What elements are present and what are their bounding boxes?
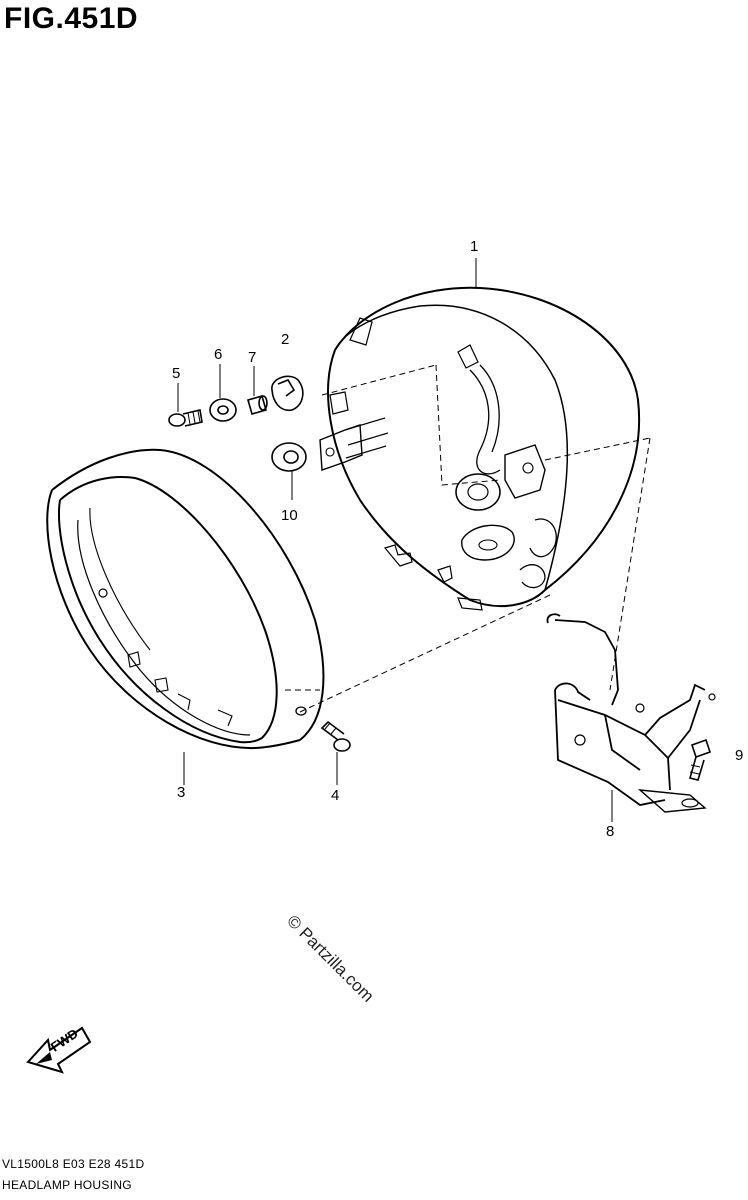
callout-6: 6 (214, 346, 222, 363)
screw-part-4 (320, 720, 351, 752)
callout-10: 10 (281, 507, 298, 524)
callout-4: 4 (331, 787, 339, 804)
bolt-part-5 (168, 409, 203, 427)
headlamp-housing-shell (319, 286, 640, 611)
callout-3: 3 (177, 784, 185, 801)
callout-5: 5 (172, 365, 180, 382)
callout-2: 2 (281, 331, 289, 348)
callout-leaders (177, 258, 613, 822)
figure-title: FIG.451D (4, 2, 139, 35)
forward-arrow-icon: FWD (26, 1026, 92, 1074)
collar-part-7 (247, 395, 268, 415)
washer-part-6 (209, 398, 237, 422)
headlamp-rim (46, 448, 325, 750)
cushion-part-10 (271, 442, 307, 472)
bolt-part-9 (689, 738, 712, 781)
callout-8: 8 (606, 823, 614, 840)
callout-1: 1 (470, 238, 478, 255)
section-name: HEADLAMP HOUSING (2, 1178, 132, 1192)
model-code: VL1500L8 E03 E28 451D (2, 1157, 145, 1171)
partzilla-watermark: © Partzilla.com (283, 911, 377, 1005)
callout-9: 9 (735, 747, 743, 764)
grommet-part-2 (271, 375, 304, 412)
callout-7: 7 (248, 349, 256, 366)
headlamp-bracket (546, 613, 716, 813)
assembly-lines (285, 364, 651, 713)
